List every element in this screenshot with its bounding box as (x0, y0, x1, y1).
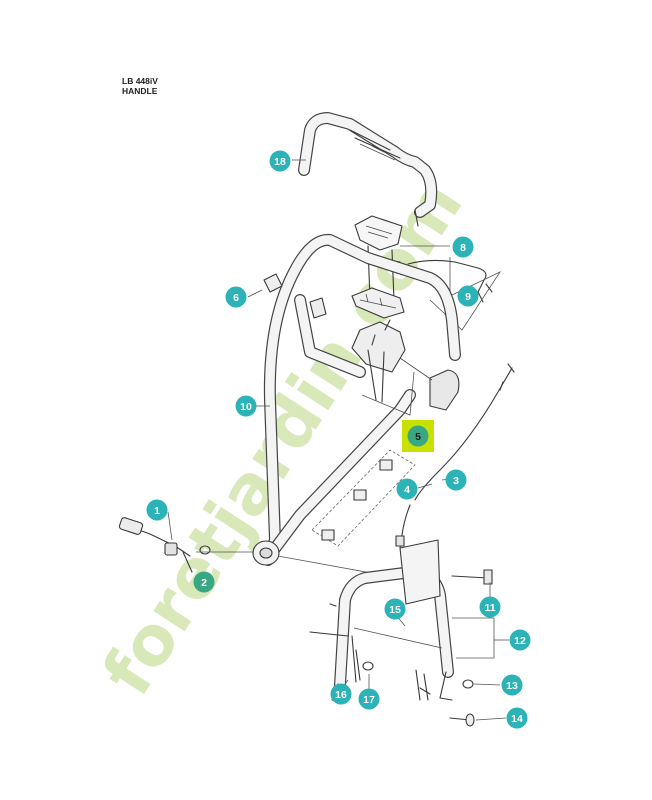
svg-text:1: 1 (154, 505, 160, 517)
svg-text:15: 15 (389, 604, 401, 616)
svg-text:18: 18 (274, 156, 286, 168)
svg-text:16: 16 (335, 689, 347, 701)
leader-lines (167, 159, 507, 721)
svg-text:4: 4 (404, 484, 410, 496)
svg-text:2: 2 (201, 577, 207, 589)
callout-8: 8 (452, 236, 474, 258)
callout-5-highlighted: 5 (402, 420, 434, 452)
callout-16: 15 (384, 598, 406, 620)
main-handle-frame (262, 233, 461, 566)
pivot-hub (252, 540, 280, 566)
callout-13: 12 (509, 629, 531, 651)
fasteners (309, 569, 493, 727)
cable-clips (311, 449, 416, 547)
callout-3: 3 (445, 469, 467, 491)
callout-17: 16 (330, 683, 352, 705)
svg-text:6: 6 (233, 292, 239, 304)
svg-text:11: 11 (484, 602, 495, 614)
svg-text:3: 3 (453, 475, 459, 487)
callout-15: 14 (506, 707, 528, 729)
svg-text:8: 8 (460, 242, 466, 254)
svg-text:13: 13 (506, 680, 518, 692)
svg-text:9: 9 (465, 291, 471, 303)
callout-18: 17 (358, 688, 380, 710)
callout-2: 2 (193, 571, 215, 593)
callout-9: 9 (457, 285, 479, 307)
callout-1: 1 (146, 499, 168, 521)
grip-handle (298, 112, 438, 227)
svg-text:10: 10 (240, 401, 252, 413)
svg-text:17: 17 (363, 694, 375, 706)
lever-assembly (351, 319, 460, 416)
model-title: LB 448iV (122, 76, 158, 86)
callout-11: 18 (269, 150, 291, 172)
svg-text:14: 14 (511, 713, 523, 725)
lower-frame (331, 539, 454, 703)
callout-10: 10 (235, 395, 257, 417)
callout-4: 4 (396, 478, 418, 500)
adjuster-lever (118, 517, 411, 581)
svg-text:12: 12 (514, 635, 526, 647)
svg-text:5: 5 (415, 431, 421, 443)
section-title: HANDLE (122, 86, 158, 96)
switch-assembly (351, 257, 502, 331)
connector-cable (395, 504, 411, 549)
callout-14: 13 (501, 674, 523, 696)
knob-part (263, 273, 327, 319)
callout-6: 6 (225, 286, 247, 308)
callout-12: 11 (479, 596, 501, 618)
